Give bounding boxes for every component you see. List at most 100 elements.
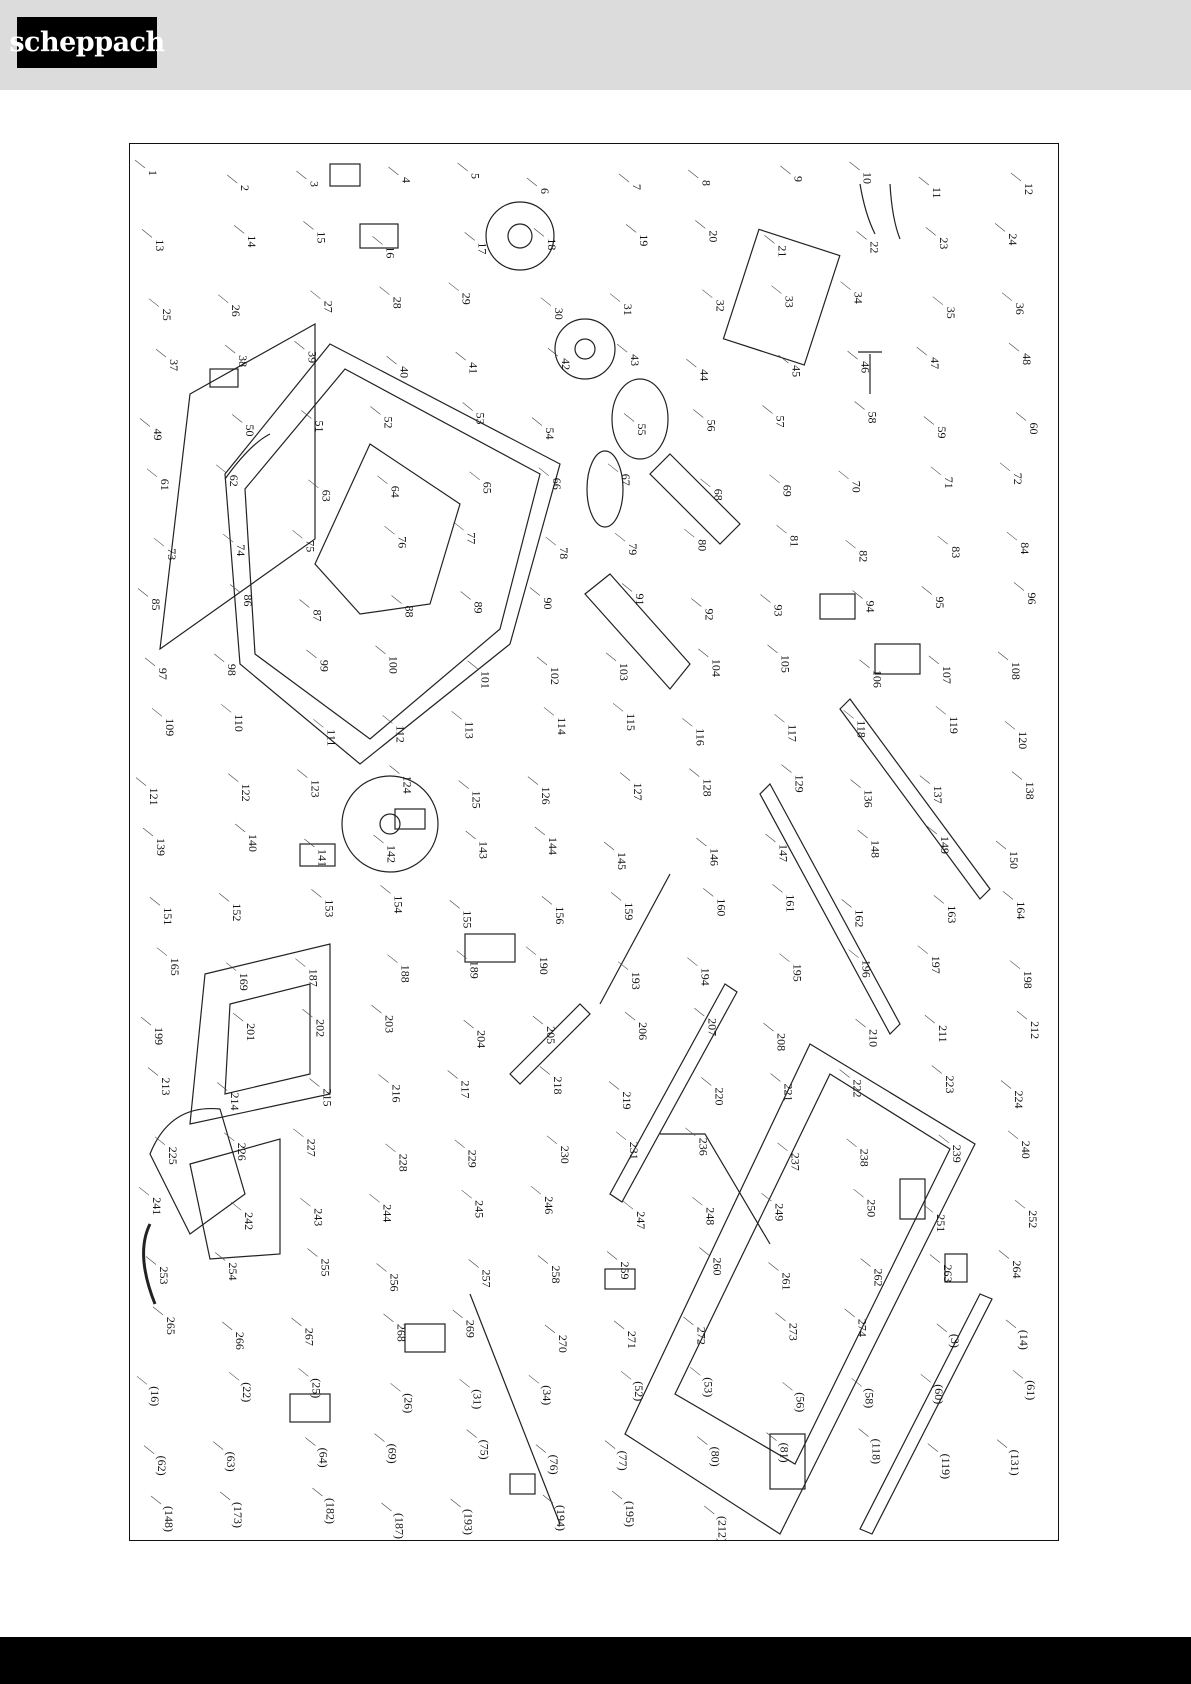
part-label: (119) <box>939 1454 953 1480</box>
leader-line <box>1000 1080 1012 1089</box>
leader-line <box>851 1378 862 1387</box>
part-label: 147 <box>777 844 791 862</box>
part-label: (53) <box>701 1377 715 1397</box>
leader-line <box>605 652 617 662</box>
leader-line <box>850 779 861 788</box>
leader-line <box>547 347 559 357</box>
sliding-arm-drawing <box>584 573 691 690</box>
part-label: 16 <box>384 246 398 258</box>
part-label: 256 <box>388 1274 402 1292</box>
part-label: 272 <box>694 1327 708 1345</box>
leader-line <box>136 1376 148 1385</box>
part-label: 67 <box>619 474 633 486</box>
part-label: 50 <box>243 425 257 437</box>
part-label: 15 <box>314 231 328 243</box>
leader-line <box>215 1252 226 1261</box>
leader-line <box>778 354 789 364</box>
part-label: 11 <box>930 187 944 199</box>
leader-line <box>145 1256 157 1265</box>
part-label: 76 <box>396 536 410 548</box>
part-label: (62) <box>155 1456 169 1476</box>
part-label: (3) <box>948 1334 962 1348</box>
part-label: (26) <box>402 1393 416 1413</box>
leader-line <box>224 1132 235 1142</box>
part-label: (148) <box>162 1506 176 1532</box>
part-label: 95 <box>933 597 947 609</box>
leader-line <box>141 229 153 238</box>
leader-line <box>694 1007 705 1017</box>
leader-line <box>311 889 322 898</box>
part-label: 23 <box>937 237 951 249</box>
leader-line <box>537 1255 549 1264</box>
leader-line <box>225 344 236 354</box>
leader-line <box>375 645 386 655</box>
leader-line <box>780 165 791 175</box>
part-label: (212) <box>715 1516 729 1541</box>
part-label: 65 <box>481 482 495 494</box>
part-label: 90 <box>541 598 555 610</box>
part-label: 228 <box>397 1154 411 1172</box>
leader-line <box>149 897 161 906</box>
leader-line <box>390 1383 401 1392</box>
leader-line <box>776 524 787 534</box>
leader-line <box>775 1312 786 1322</box>
part-label: 248 <box>703 1207 717 1225</box>
leader-line <box>843 710 854 719</box>
leader-line <box>607 463 619 473</box>
leader-line <box>386 355 397 365</box>
saw-blade-drawing <box>341 775 439 873</box>
part-label: (173) <box>231 1502 245 1528</box>
part-label: 35 <box>944 307 958 319</box>
leader-line <box>296 170 307 180</box>
part-label: 101 <box>479 671 493 689</box>
leader-line <box>1004 721 1016 730</box>
leader-line <box>847 350 858 360</box>
part-label: 79 <box>626 543 640 555</box>
part-label: 262 <box>872 1269 886 1287</box>
leader-line <box>468 1259 479 1268</box>
leader-line <box>137 588 149 597</box>
leader-line <box>619 772 631 781</box>
leader-line <box>699 1247 710 1256</box>
part-label: 225 <box>166 1147 180 1165</box>
part-label: 196 <box>860 960 874 978</box>
part-label: 187 <box>306 969 320 987</box>
leader-line <box>457 162 468 172</box>
leader-line <box>461 1189 472 1199</box>
part-label: 86 <box>241 595 255 607</box>
part-label: (77) <box>616 1451 630 1471</box>
part-label: 71 <box>942 477 956 489</box>
wheel-top-drawing <box>485 201 555 271</box>
leader-line <box>379 286 390 295</box>
part-label: 115 <box>624 713 638 731</box>
part-label: 121 <box>147 788 161 806</box>
leader-line <box>929 1254 940 1263</box>
leader-line <box>135 777 147 786</box>
leader-line <box>534 826 546 836</box>
part-label: 257 <box>480 1270 494 1288</box>
part-label: 47 <box>928 357 942 369</box>
part-label: 44 <box>697 369 711 381</box>
leader-line <box>841 899 852 908</box>
part-label: (31) <box>471 1389 485 1409</box>
leader-line <box>369 1193 380 1203</box>
page-header: scheppach <box>0 0 1191 90</box>
part-label: 188 <box>399 965 413 983</box>
part-label: 7 <box>630 184 644 190</box>
leader-line <box>839 1069 850 1078</box>
part-label: 125 <box>470 791 484 809</box>
part-label: 61 <box>158 479 172 491</box>
part-label: 245 <box>473 1200 487 1218</box>
leader-line <box>765 833 776 843</box>
leader-line <box>387 954 398 963</box>
leader-line <box>449 900 460 909</box>
leader-line <box>685 1127 696 1137</box>
part-label: 26 <box>229 305 243 317</box>
leader-line <box>916 346 927 356</box>
leader-line <box>622 1200 634 1210</box>
part-label: 143 <box>477 841 491 859</box>
part-label: 24 <box>1006 233 1020 245</box>
part-label: 145 <box>615 852 629 870</box>
